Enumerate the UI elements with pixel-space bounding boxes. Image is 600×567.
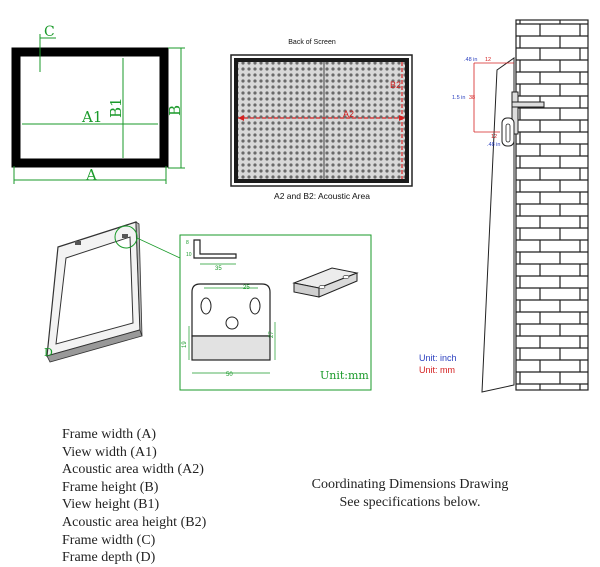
label-a2: A2 bbox=[343, 109, 354, 119]
label-a1: A1 bbox=[81, 108, 102, 126]
label-b: B bbox=[166, 105, 184, 116]
label-b2: B2 bbox=[390, 80, 401, 90]
wall-bot-inch: .48 in bbox=[487, 142, 500, 148]
unit-mm-label: Unit:mm bbox=[320, 369, 369, 382]
acoustic-area-caption: A2 and B2: Acoustic Area bbox=[274, 191, 370, 201]
spec-item: Acoustic area width (A2) bbox=[62, 462, 204, 478]
frame-front-view: C A1 A B1 B bbox=[11, 24, 185, 184]
wall-bot-mm: 12 bbox=[491, 134, 497, 140]
spec-list: Frame width (A) View width (A1) Acoustic… bbox=[62, 426, 206, 567]
spec-item: Frame depth (D) bbox=[62, 550, 156, 566]
label-a: A bbox=[85, 166, 97, 184]
dimensions-drawing: C A1 A B1 B Back of Screen A2 B2 A2 and … bbox=[11, 19, 589, 393]
label-b1: B1 bbox=[107, 97, 125, 118]
dim-27: 27 bbox=[269, 331, 275, 338]
dim-50: 50 bbox=[226, 372, 233, 378]
wall-mount-section: .48 in 12 1.5 in 38 12 .48 in bbox=[452, 19, 589, 393]
spec-item: Frame height (B) bbox=[62, 479, 159, 495]
wall-top-mm: 12 bbox=[485, 57, 491, 63]
spec-item: Frame width (C) bbox=[62, 532, 156, 548]
acoustic-area-view: Back of Screen A2 B2 A2 and B2: Acoustic… bbox=[230, 39, 413, 201]
bracket-detail: 35 8 10 25 19 27 50 Unit:mm bbox=[179, 234, 372, 391]
back-of-screen-title: Back of Screen bbox=[288, 39, 336, 46]
dim-10: 10 bbox=[186, 252, 192, 258]
frame-perspective-view: D bbox=[44, 221, 181, 363]
wall-mid-inch: 1.5 in bbox=[452, 95, 465, 101]
coordinating-subtitle: See specifications below. bbox=[339, 495, 481, 510]
units-legend: Unit: inch Unit: mm bbox=[419, 352, 457, 376]
spec-item: View height (B1) bbox=[62, 497, 160, 513]
spec-item: View width (A1) bbox=[62, 444, 157, 460]
dim-35: 35 bbox=[215, 266, 222, 272]
unit-inch: Unit: inch bbox=[419, 353, 457, 363]
spec-item: Acoustic area height (B2) bbox=[62, 514, 207, 530]
label-c: C bbox=[44, 24, 55, 40]
dim-8: 8 bbox=[186, 240, 189, 246]
coordinating-note: Coordinating Dimensions Drawing See spec… bbox=[290, 476, 530, 512]
wall-top-inch: .48 in bbox=[464, 57, 477, 63]
wall-mid-mm: 38 bbox=[469, 95, 475, 101]
dim-25: 25 bbox=[243, 285, 250, 291]
dim-19: 19 bbox=[182, 341, 188, 348]
coordinating-title: Coordinating Dimensions Drawing bbox=[311, 477, 509, 492]
unit-mm: Unit: mm bbox=[419, 365, 455, 375]
label-d: D bbox=[44, 346, 53, 359]
spec-item: Frame width (A) bbox=[62, 427, 157, 442]
